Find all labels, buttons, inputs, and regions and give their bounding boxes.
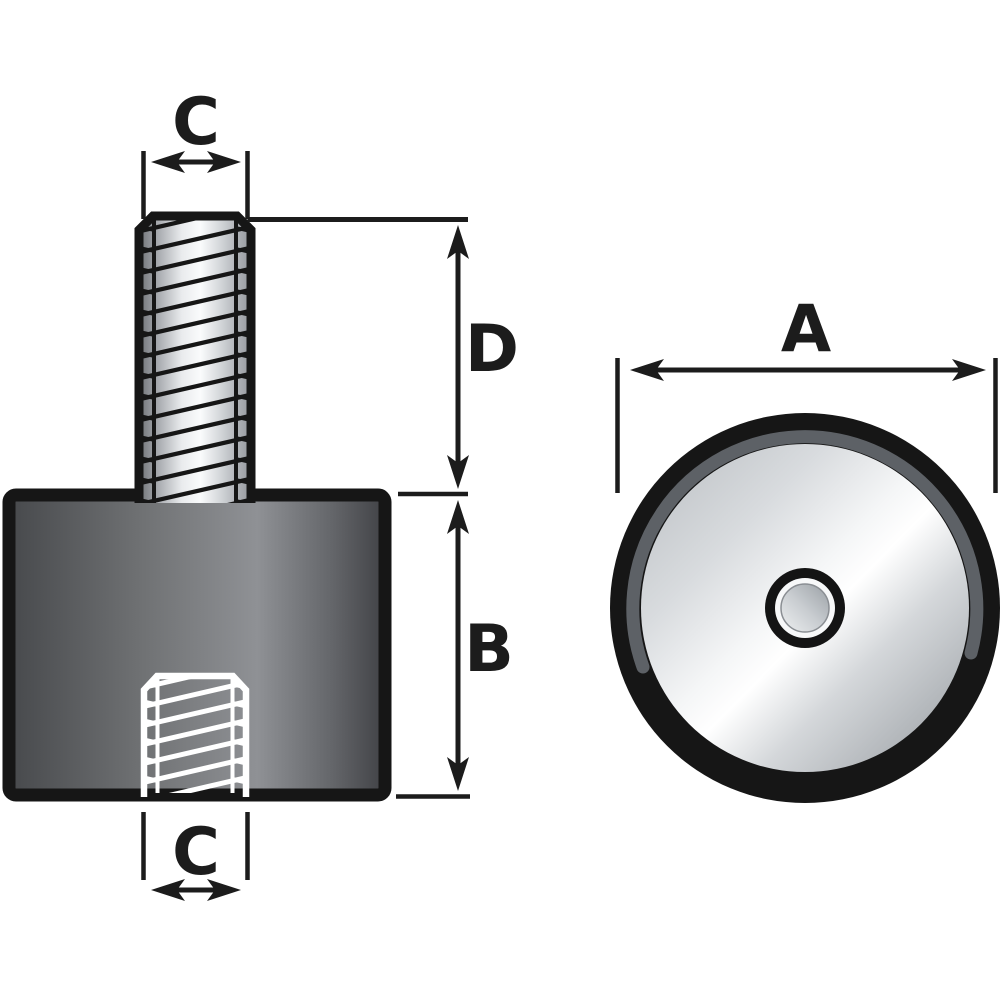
dim-label-a: A bbox=[781, 292, 831, 367]
arrow-right-icon bbox=[952, 359, 986, 381]
arrow-down-icon bbox=[447, 757, 469, 791]
hole-outline bbox=[140, 672, 250, 797]
threaded-hole-ghost bbox=[140, 672, 250, 797]
dimension-b: B bbox=[396, 500, 514, 799]
arrow-left-icon bbox=[151, 879, 185, 901]
dimension-d: D bbox=[247, 217, 519, 497]
dimension-c-bottom: C bbox=[141, 812, 250, 901]
dim-label-d: D bbox=[465, 312, 519, 387]
arrow-up-icon bbox=[447, 225, 469, 259]
arrow-right-icon bbox=[207, 151, 241, 173]
rim-bevel-highlight bbox=[626, 430, 984, 674]
arrow-right-icon bbox=[207, 879, 241, 901]
side-view bbox=[2, 211, 392, 802]
dim-label-b: B bbox=[464, 612, 514, 687]
arrow-down-icon bbox=[447, 455, 469, 489]
plan-view bbox=[610, 413, 1000, 803]
dimension-a: A bbox=[615, 292, 998, 493]
dim-label-c-top: C bbox=[172, 85, 220, 160]
dimension-c-top: C bbox=[141, 85, 250, 219]
center-hole-bore bbox=[780, 583, 830, 633]
arrow-left-icon bbox=[151, 151, 185, 173]
arrow-up-icon bbox=[447, 500, 469, 534]
threaded-stud bbox=[134, 211, 256, 503]
arrow-left-icon bbox=[630, 359, 664, 381]
dim-label-c-bottom: C bbox=[172, 815, 220, 890]
